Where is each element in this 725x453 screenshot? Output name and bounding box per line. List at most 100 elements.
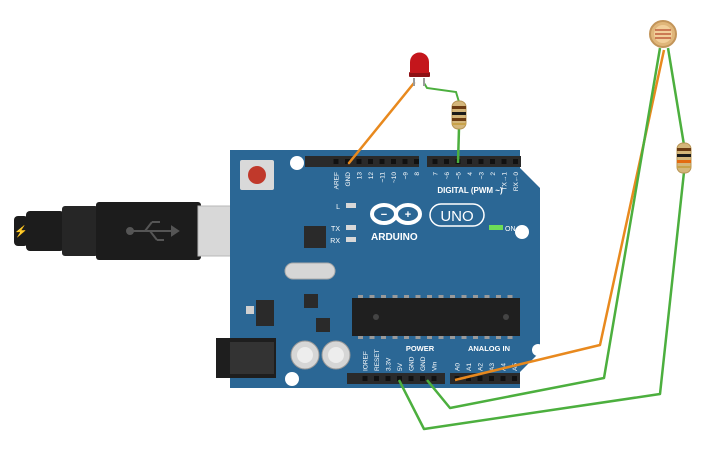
chip-leg: [484, 295, 490, 298]
pin-hole[interactable]: [513, 159, 518, 164]
wire-ldr-resistor[interactable]: [666, 47, 686, 146]
arduino-uno-board[interactable]: L TX RX ON − + ARDUINO UNO DIGITAL (PWM …: [216, 150, 544, 388]
resistor-ldr[interactable]: [676, 142, 692, 174]
chip-leg: [392, 336, 398, 339]
pin-label: IOREF: [363, 351, 370, 371]
wire-gnd-resistor[interactable]: [397, 171, 686, 431]
led-dome: [410, 52, 429, 73]
pin-label: AREF: [334, 172, 341, 189]
led-on-label: ON: [505, 226, 516, 233]
red-led[interactable]: [409, 52, 430, 87]
chip-leg: [461, 336, 467, 339]
usb-cable[interactable]: ⚡: [14, 202, 251, 260]
pin-hole[interactable]: [345, 159, 350, 164]
pin-hole[interactable]: [500, 376, 506, 381]
pin-label: GND: [345, 172, 352, 187]
chip-leg: [461, 295, 467, 298]
pin-hole[interactable]: [489, 376, 494, 381]
pin-hole[interactable]: [467, 159, 472, 164]
pin-hole[interactable]: [402, 159, 408, 164]
usb-cable-ridge: [62, 206, 98, 256]
power-header-label: POWER: [406, 344, 435, 353]
arduino-infinity-logo: [370, 203, 422, 225]
analog-header-label: ANALOG IN: [468, 344, 510, 353]
chip-leg: [415, 295, 421, 298]
chip-leg: [438, 336, 444, 339]
pin-hole[interactable]: [379, 159, 385, 164]
pin-hole[interactable]: [432, 159, 438, 164]
arduino-brand: ARDUINO: [371, 232, 418, 243]
pin-hole[interactable]: [414, 159, 419, 164]
wire-gnd-led[interactable]: [347, 81, 416, 165]
wire-5v-ldr[interactable]: [426, 47, 662, 410]
pin-label: A3: [489, 363, 496, 371]
crystal-oscillator: [284, 262, 336, 280]
pin-hole[interactable]: [408, 376, 414, 381]
chip-leg: [450, 336, 455, 339]
pin-label: A5: [512, 363, 519, 371]
mounting-hole: [290, 156, 304, 170]
pin-label: A2: [478, 363, 485, 371]
chip-pins: [358, 295, 513, 339]
pin-label: ~3: [479, 172, 486, 180]
chip-leg: [450, 295, 455, 298]
pin-hole[interactable]: [501, 159, 507, 164]
pin-hole[interactable]: [431, 376, 437, 381]
pin-label: RESET: [374, 349, 381, 371]
led-rx-label: RX: [330, 238, 340, 245]
reset-button[interactable]: [248, 166, 266, 184]
led-rx: [346, 237, 356, 242]
pin-hole[interactable]: [391, 159, 396, 164]
mounting-hole: [515, 225, 529, 239]
pin-label: 12: [368, 172, 375, 180]
pin-label: ~11: [380, 172, 387, 183]
pin-label: ~9: [403, 172, 410, 180]
pin-hole[interactable]: [466, 376, 471, 381]
pin-hole[interactable]: [368, 159, 373, 164]
pin-label: Vin: [432, 361, 439, 371]
chip-leg: [369, 336, 375, 339]
pin-hole[interactable]: [420, 376, 425, 381]
chip-leg: [507, 295, 513, 298]
pin-label: RX←0: [513, 172, 520, 192]
pin-hole[interactable]: [512, 376, 517, 381]
pin-hole[interactable]: [444, 159, 449, 164]
photoresistor[interactable]: [649, 20, 677, 48]
small-chip: [316, 318, 330, 332]
usb-cable-body: [26, 211, 64, 251]
led-on: [489, 225, 503, 230]
wire-led-resistor[interactable]: [423, 82, 460, 103]
pin-hole[interactable]: [477, 376, 483, 381]
pin-hole[interactable]: [333, 159, 339, 164]
pin-hole[interactable]: [385, 376, 391, 381]
svg-text:−: −: [381, 209, 387, 221]
pin-label: ~5: [456, 172, 463, 180]
led-l: [346, 203, 356, 208]
resistor-led[interactable]: [451, 100, 467, 130]
chip-leg: [427, 336, 432, 339]
pin-label: 13: [357, 172, 364, 180]
pin-hole[interactable]: [397, 376, 402, 381]
usb-chip: [304, 226, 326, 248]
pin-label: A1: [466, 363, 473, 371]
pin-hole[interactable]: [362, 376, 368, 381]
pin-hole[interactable]: [356, 159, 362, 164]
pin-hole[interactable]: [478, 159, 484, 164]
usb-cable-strain: [14, 216, 28, 246]
chip-leg: [496, 295, 501, 298]
dc-jack-inner: [230, 342, 274, 374]
chip-leg: [415, 336, 421, 339]
uno-label: UNO: [440, 208, 473, 225]
pin-label: TX→1: [502, 172, 509, 191]
led-tx: [346, 225, 356, 230]
pin-label: 7: [433, 172, 440, 176]
usb-icon: [126, 221, 180, 241]
chip-leg: [438, 295, 444, 298]
pin-hole[interactable]: [490, 159, 495, 164]
chip-leg: [381, 336, 386, 339]
pin-label: GND: [409, 356, 416, 371]
svg-text:+: +: [405, 209, 411, 221]
wire-resistor-pin5[interactable]: [456, 127, 461, 164]
pin-hole[interactable]: [374, 376, 379, 381]
